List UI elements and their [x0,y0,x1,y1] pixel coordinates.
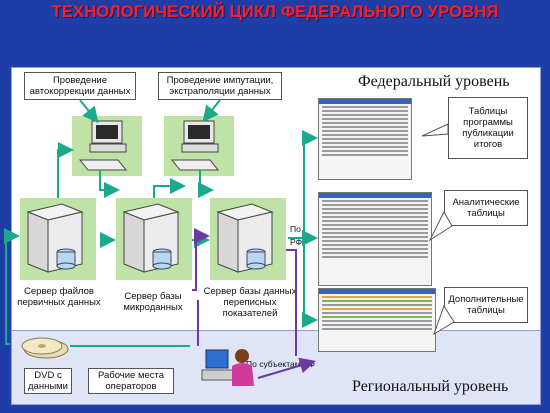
operators-box: Рабочие места операторов [88,368,174,394]
extra-tables-callout: Дополнительные таблицы [444,287,528,323]
dvd-box: DVD с данными [24,368,72,394]
operator-icon [201,349,254,386]
regional-level-label: Региональный уровень [352,378,509,395]
server-icon [122,203,180,273]
rf-label-bottom: РФ [290,237,303,247]
micro-server-label: Сервер базы микроданных [123,291,183,313]
by-subjects-label: По субъектам РФ [246,359,316,369]
workstation-icon [78,120,128,171]
federal-level-label: Федеральный уровень [358,73,510,90]
extra-tables-sheet [318,288,436,352]
server-icon [26,203,84,273]
analytic-tables-callout: Аналитические таблицы [444,190,528,226]
workstation-icon [170,120,220,171]
program-tables-callout: Таблицы программы публикации итогов [448,97,528,159]
page-title: ТЕХНОЛОГИЧЕСКИЙ ЦИКЛ ФЕДЕРАЛЬНОГО УРОВНЯ [51,3,499,21]
primary-server-label: Сервер файлов первичных данных [17,286,101,308]
program-tables-sheet [318,98,412,180]
imputation-box: Проведение импутации, экстраполяции данн… [158,72,282,100]
census-server-label: Сервер базы данных переписных показателе… [203,286,297,319]
analytic-tables-sheet [318,192,432,286]
server-icon [216,203,274,273]
rf-label-top: По [290,224,301,234]
autocorrection-box: Проведение автокоррекции данных [24,72,136,100]
dvd-icon [21,337,69,359]
